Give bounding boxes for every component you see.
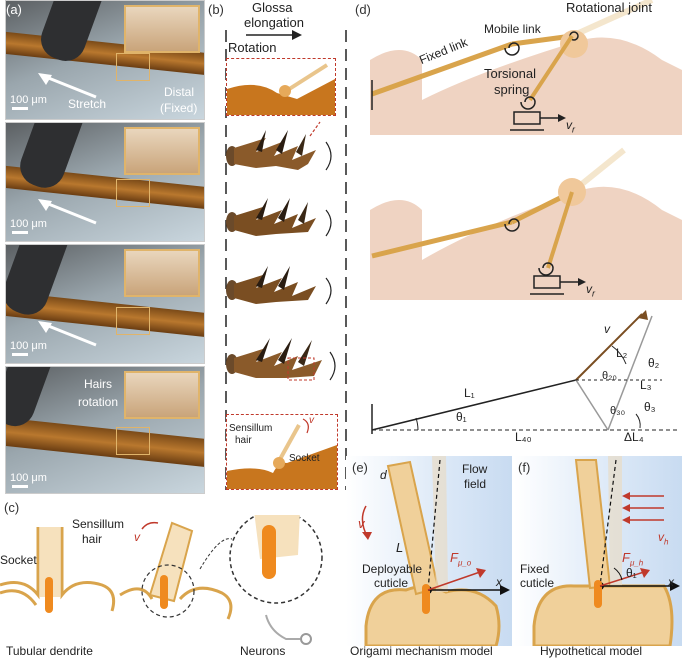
inset-3 bbox=[124, 249, 200, 297]
sensillum-label-2: hair bbox=[82, 532, 103, 546]
glossa-label-1: Glossa bbox=[252, 0, 293, 15]
rotation-label: rotation bbox=[78, 395, 119, 409]
v-label: v bbox=[309, 415, 314, 426]
micro-frame-3: 100 μm bbox=[5, 244, 205, 364]
neurons-label: Neurons bbox=[240, 644, 286, 658]
scale-label: 100 μm bbox=[10, 218, 47, 230]
L1-label: L₁ bbox=[464, 386, 475, 400]
deployable-label-1: Deployable bbox=[362, 562, 423, 576]
v-label: v bbox=[134, 530, 140, 544]
scale-bar bbox=[12, 353, 28, 356]
roi-box-3 bbox=[116, 307, 150, 335]
socket-label: Socket bbox=[289, 453, 320, 464]
fixed-cuticle-label-1: Fixed bbox=[520, 562, 550, 576]
stretch-arrow bbox=[38, 321, 97, 347]
glossa-sketches bbox=[226, 121, 336, 381]
fixed-label: (Fixed) bbox=[160, 101, 198, 115]
L3-label: L₃ bbox=[640, 378, 652, 392]
micro-frame-1: 100 μm Stretch Distal (Fixed) bbox=[5, 0, 205, 120]
caption-e: Origami mechanism model bbox=[350, 644, 493, 658]
x-label: x bbox=[496, 575, 502, 589]
roi-box-2 bbox=[116, 179, 150, 207]
t20-label: θ₂₀ bbox=[602, 370, 617, 382]
roi-box-4 bbox=[116, 427, 150, 455]
L2-label: L₂ bbox=[616, 346, 628, 360]
rotation-inset bbox=[226, 58, 336, 116]
panel-c-drawing bbox=[0, 515, 323, 645]
panel-d-label: (d) bbox=[355, 2, 371, 17]
glossa-sketch-4 bbox=[226, 338, 336, 381]
L-label: L bbox=[396, 540, 404, 555]
stretch-arrow bbox=[38, 73, 97, 99]
micro-frame-2: 100 μm bbox=[5, 122, 205, 242]
glossa-sketch-3 bbox=[226, 266, 332, 305]
flow-label-2: field bbox=[464, 477, 487, 491]
panel-b-label: (b) bbox=[208, 2, 224, 17]
torsional-label-2: spring bbox=[494, 82, 530, 97]
elongation-arrow bbox=[246, 30, 302, 40]
panel-e-bg bbox=[346, 456, 512, 648]
inset-4 bbox=[124, 371, 200, 419]
rotational-joint-label: Rotational joint bbox=[566, 0, 652, 15]
dL4-label: ΔL₄ bbox=[624, 430, 644, 444]
kinematic-diagram bbox=[371, 310, 680, 434]
x-label: x bbox=[668, 575, 674, 589]
panel-f-bg bbox=[514, 456, 682, 648]
v-label: v bbox=[604, 322, 610, 336]
socket-label: Socket bbox=[0, 553, 37, 567]
L40-label: L₄₀ bbox=[515, 430, 532, 444]
glossa-sketch-2 bbox=[226, 198, 332, 237]
glossa-label-2: elongation bbox=[244, 15, 304, 30]
inset-1 bbox=[124, 5, 200, 53]
sensillum-label-1: Sensillum bbox=[72, 517, 125, 531]
fixed-cuticle-label-2: cuticle bbox=[520, 576, 555, 590]
sensillum-label-2: hair bbox=[235, 435, 252, 446]
v-label: v bbox=[358, 516, 365, 531]
scale-label: 100 μm bbox=[10, 340, 47, 352]
vh-label: vh bbox=[658, 530, 669, 547]
caption-f: Hypothetical model bbox=[540, 644, 643, 658]
t2-label: θ₂ bbox=[648, 356, 660, 370]
scale-bar bbox=[12, 231, 28, 234]
sensillum-inset: Sensillum hair Socket v bbox=[226, 414, 338, 490]
vr-label-1: vr bbox=[566, 118, 575, 135]
panel-c-label: (c) bbox=[4, 500, 20, 515]
stretch-arrow bbox=[38, 199, 97, 225]
t1-label: θ₁ bbox=[456, 410, 467, 424]
panel-f-label: (f) bbox=[518, 460, 531, 475]
panel-a-label: (a) bbox=[6, 2, 22, 17]
mobile-link-label: Mobile link bbox=[484, 22, 541, 36]
d-label: d bbox=[380, 468, 387, 482]
rotation-label: Rotation bbox=[228, 40, 277, 55]
t30-label: θ₃₀ bbox=[610, 405, 626, 417]
sensillum-label-1: Sensillum bbox=[229, 423, 273, 434]
scale-bar bbox=[12, 485, 28, 488]
vr-label-2: vr bbox=[586, 282, 595, 299]
F-label: Fμ_h bbox=[622, 550, 644, 568]
scale-label: 100 μm bbox=[10, 94, 47, 106]
scale-label: 100 μm bbox=[10, 472, 47, 484]
flow-label-1: Flow bbox=[462, 462, 488, 476]
deployable-label-2: cuticle bbox=[374, 576, 409, 590]
stretch-label: Stretch bbox=[68, 97, 107, 111]
roi-box-1 bbox=[116, 53, 150, 81]
dendrite-label: Tubular dendrite bbox=[6, 644, 93, 658]
panel-d-mechanism bbox=[370, 0, 682, 300]
hairs-label: Hairs bbox=[84, 377, 113, 391]
panel-e-label: (e) bbox=[352, 460, 368, 475]
inset-2 bbox=[124, 127, 200, 175]
micro-frame-4: Hairs rotation 100 μm bbox=[5, 366, 205, 494]
glossa-strip bbox=[6, 417, 204, 469]
t3-label: θ₃ bbox=[644, 400, 656, 414]
scale-bar bbox=[12, 107, 28, 110]
glossa-sketch-1 bbox=[226, 121, 332, 171]
t1-label: θ₁ bbox=[626, 566, 637, 580]
F-label: Fμ_o bbox=[450, 550, 472, 568]
torsional-label-1: Torsional bbox=[484, 66, 537, 81]
distal-label: Distal bbox=[164, 85, 195, 99]
